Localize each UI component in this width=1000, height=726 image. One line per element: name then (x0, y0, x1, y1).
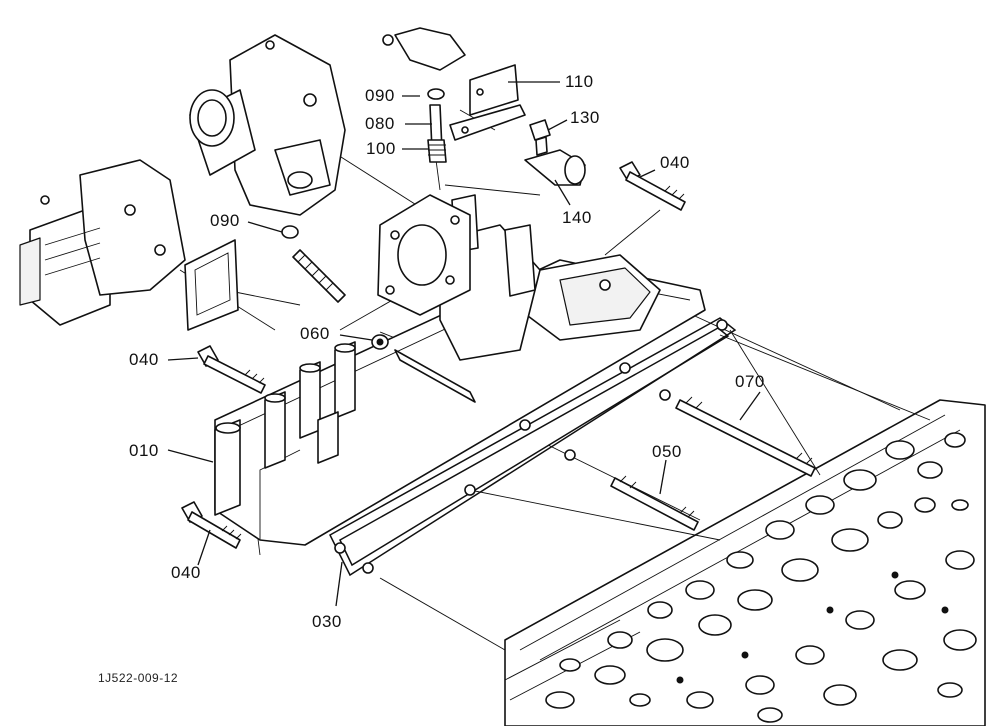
callout-040-mid: 040 (129, 350, 159, 369)
bolt-130 (529, 119, 551, 156)
callout-130: 130 (570, 108, 600, 127)
throttle-body (189, 34, 346, 216)
callout-140: 140 (562, 208, 592, 227)
bolt-040-mid (197, 345, 266, 394)
leader-lines (167, 81, 761, 607)
callout-090-top: 090 (365, 86, 395, 105)
callout-010: 010 (129, 441, 159, 460)
clamp-140 (524, 149, 586, 186)
callout-040-bottom: 040 (171, 563, 201, 582)
intake-manifold (214, 194, 706, 546)
callout-090-left: 090 (210, 211, 240, 230)
callout-050: 050 (652, 442, 682, 461)
inlet-flange (377, 194, 471, 316)
bracket-110 (449, 64, 526, 141)
stud-bolt-070 (675, 396, 816, 477)
spring-090-left (281, 225, 346, 303)
callout-030: 030 (312, 612, 342, 631)
bolt-040-bottom (181, 501, 242, 549)
egr-gasket (184, 239, 239, 331)
callout-040-top: 040 (660, 153, 690, 172)
callout-070: 070 (735, 372, 765, 391)
stud-bolt-050 (610, 475, 699, 531)
cylinder-head (504, 399, 986, 726)
egr-valve (19, 159, 186, 326)
spring-100 (427, 139, 447, 163)
cylinder-head-ports (545, 432, 977, 723)
bolt-040-top (619, 161, 686, 211)
callout-110: 110 (565, 72, 594, 91)
pin-080 (427, 88, 445, 151)
callout-100: 100 (366, 139, 396, 158)
figure-code: 1J522-009-12 (98, 671, 179, 685)
callout-080: 080 (365, 114, 395, 133)
spacer-060 (371, 334, 389, 350)
callout-060: 060 (300, 324, 330, 343)
manifold-gasket (329, 279, 737, 577)
sensor-top (382, 27, 466, 71)
